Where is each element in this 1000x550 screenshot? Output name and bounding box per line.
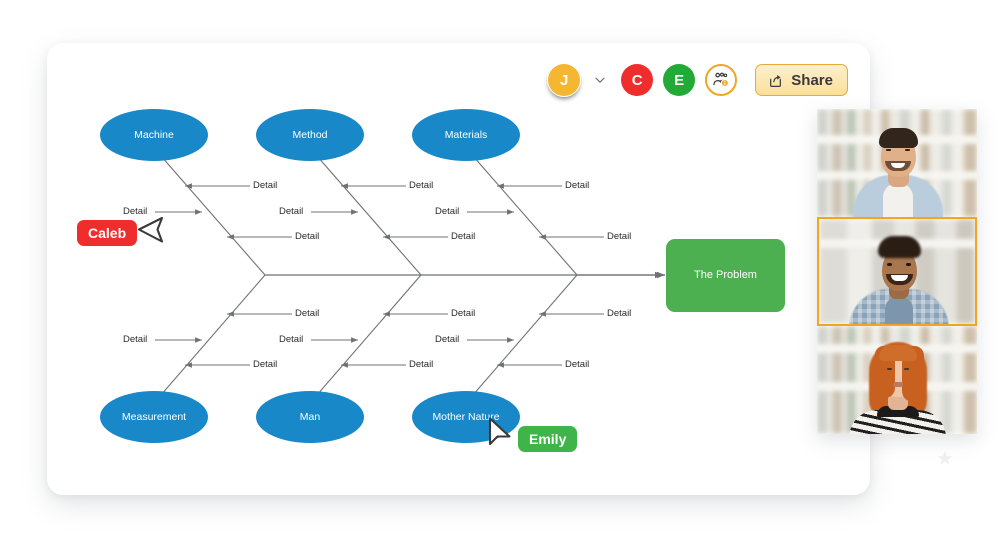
avatar-caleb[interactable]: C <box>621 64 654 96</box>
video-tile-1[interactable] <box>817 109 977 218</box>
video-call-rail <box>817 109 977 434</box>
watermark: ★ <box>936 448 954 470</box>
share-button-label: Share <box>791 71 833 89</box>
whiteboard-card: J C E Share <box>47 43 870 495</box>
fishbone-diagram[interactable]: Machine Method Materials Measurement Man… <box>47 43 870 495</box>
share-button[interactable]: Share <box>755 64 848 96</box>
chevron-down-icon[interactable] <box>593 73 607 87</box>
top-toolbar: J C E Share <box>547 57 848 103</box>
cursor-label-emily: Emily <box>518 426 578 452</box>
video-tile-3[interactable] <box>817 325 977 434</box>
video-tile-2[interactable] <box>817 217 977 326</box>
avatar-self[interactable]: J <box>548 64 581 96</box>
cursor-pointer-emily <box>488 417 511 446</box>
cursor-label-caleb: Caleb <box>77 220 138 246</box>
cursor-pointer-caleb <box>137 216 164 243</box>
video-feed-1 <box>817 109 977 218</box>
avatar-emily[interactable]: E <box>663 64 696 96</box>
people-info-icon[interactable] <box>705 64 738 96</box>
video-feed-2 <box>819 219 975 324</box>
fishbone-svg <box>100 109 785 443</box>
avatar-self-wrapper[interactable]: J <box>547 63 581 97</box>
share-export-icon <box>770 74 782 87</box>
video-feed-3 <box>817 325 977 434</box>
